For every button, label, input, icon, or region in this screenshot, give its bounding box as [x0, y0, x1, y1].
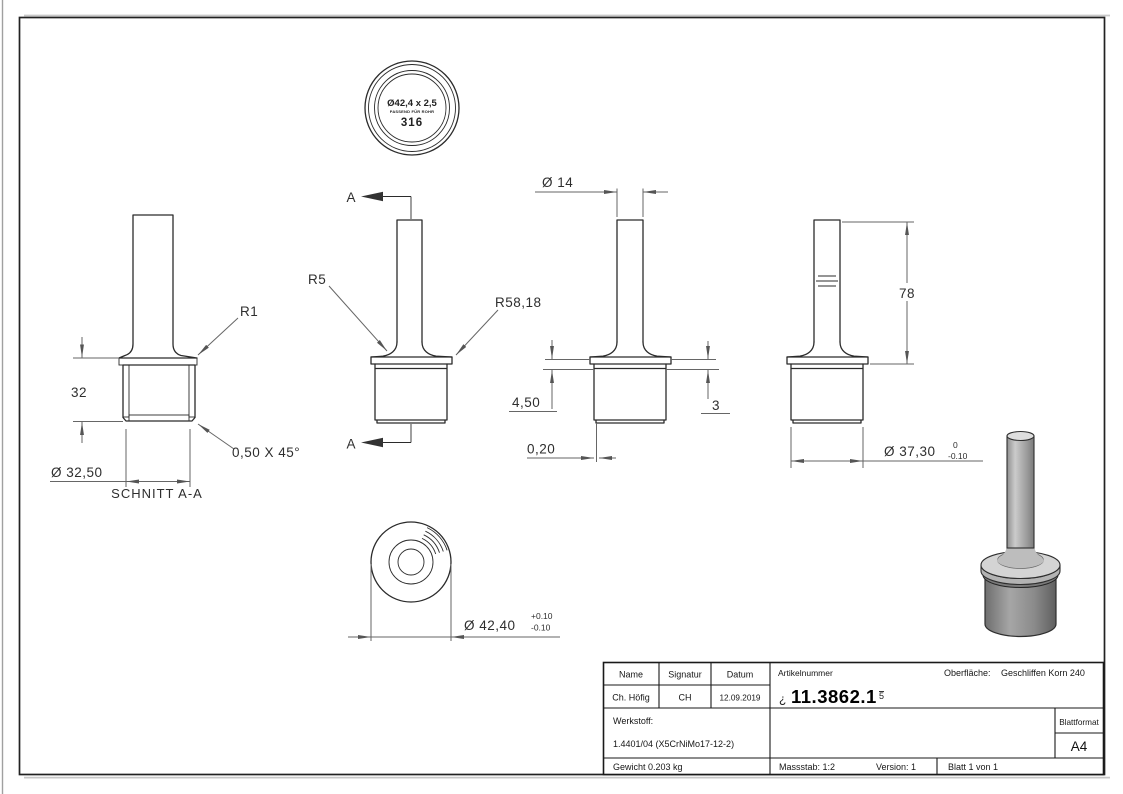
dim-d3730-tol-upper: 0 [953, 440, 958, 450]
value-signature: CH [679, 693, 692, 703]
render-pin-top [1006, 430, 1035, 442]
dim-d4240-tol-upper: +0.10 [531, 611, 553, 621]
dim-d3730-tol-lower: -0.10 [948, 451, 968, 461]
label-date: Datum [727, 670, 754, 680]
label-signature: Signatur [668, 670, 702, 680]
dim-32: 32 [71, 385, 87, 400]
render-fillet-dome [997, 544, 1044, 568]
dim-d4240: Ø 42,40 [464, 618, 516, 633]
dim-78: 78 [899, 286, 915, 301]
bottom-circle-outer [370, 521, 452, 603]
cut-letter-bottom: A [346, 437, 355, 452]
value-sheet-format: A4 [1071, 739, 1088, 754]
cut-arrow-bottom [361, 437, 383, 448]
stamp-grade-text: 316 [401, 117, 423, 129]
label-material: Werkstoff: [613, 716, 653, 726]
view-section-a-a: 32 Ø 32,50 SCHNITT A-A R1 0,50 X 45° [50, 214, 300, 501]
cut-arrow-top [361, 191, 383, 202]
article-number: 11.3862.1 [791, 686, 877, 707]
bottom-circle-mid [388, 539, 434, 585]
section-flange [118, 357, 198, 366]
label-sheet-format: Blattformat [1059, 718, 1099, 727]
dim-chamfer: 0,50 X 45° [232, 445, 300, 460]
dim-d3730: Ø 37,30 [884, 444, 936, 459]
dim-020: 0,20 [527, 442, 555, 457]
dim-d4240-tol-lower: -0.10 [531, 623, 551, 633]
render-pin [1006, 435, 1035, 549]
label-article-number: Artikelnummer [778, 668, 833, 678]
bottom-circle-pin [397, 548, 425, 576]
value-sheet: Blatt 1 von 1 [948, 762, 998, 772]
stamp-size-text: Ø42,4 x 2,5 [387, 98, 437, 109]
dim-d14: Ø 14 [542, 175, 573, 190]
label-surface: Oberfläche: [944, 668, 991, 678]
value-date: 12.09.2019 [720, 694, 761, 703]
dim-78-mask [894, 283, 920, 301]
section-shaft [118, 214, 198, 359]
dim-d3250: Ø 32,50 [51, 465, 103, 480]
render-body-cylinder [984, 575, 1057, 638]
view-rear: 78 Ø 37,30 0 -0.10 [786, 219, 983, 468]
view-front: A A R5 R58,18 [308, 190, 542, 452]
stamp-ring-outer [364, 60, 460, 156]
dim-r5: R5 [308, 272, 326, 287]
section-label: SCHNITT A-A [111, 486, 203, 501]
value-material: 1.4401/04 (X5CrNiMo17-12-2) [613, 739, 734, 749]
stamp-ring-2 [368, 64, 456, 152]
value-version: Version: 1 [876, 762, 916, 772]
label-name: Name [619, 670, 643, 680]
view-bottom: Ø 42,40 +0.10 -0.10 [348, 521, 560, 641]
stamp-inscription-text: PASSEND FÜR ROHR [390, 109, 434, 114]
drawing-border [18, 16, 1106, 776]
section-wall-right [188, 364, 196, 418]
article-prefix-mark: ¿ [779, 692, 786, 706]
value-weight: Gewicht 0.203 kg [613, 762, 683, 772]
view-stamp: Ø42,4 x 2,5 PASSEND FÜR ROHR 316 [364, 60, 460, 156]
value-scale: Massstab: 1:2 [779, 762, 835, 772]
view-side: Ø 14 4,50 3 0,20 [509, 175, 730, 462]
section-bottom-face [128, 414, 190, 422]
cut-letter-top: A [346, 190, 355, 205]
article-suffix-mark: 5 [879, 691, 884, 701]
title-block: Name Signatur Datum Ch. Höfig CH 12.09.2… [602, 661, 1105, 776]
dim-r1: R1 [240, 304, 258, 319]
title-block-border [602, 661, 1105, 776]
dim-r5818: R58,18 [495, 295, 542, 310]
view-3d-render [980, 430, 1061, 638]
section-body [122, 364, 196, 422]
stamp-ring-4 [377, 73, 447, 143]
stamp-ring-3 [374, 70, 450, 146]
dim-450: 4,50 [512, 395, 540, 410]
section-wall-left [122, 364, 130, 418]
value-name: Ch. Höfig [612, 693, 650, 703]
value-surface: Geschliffen Korn 240 [1001, 668, 1085, 678]
dim-3: 3 [712, 398, 720, 413]
